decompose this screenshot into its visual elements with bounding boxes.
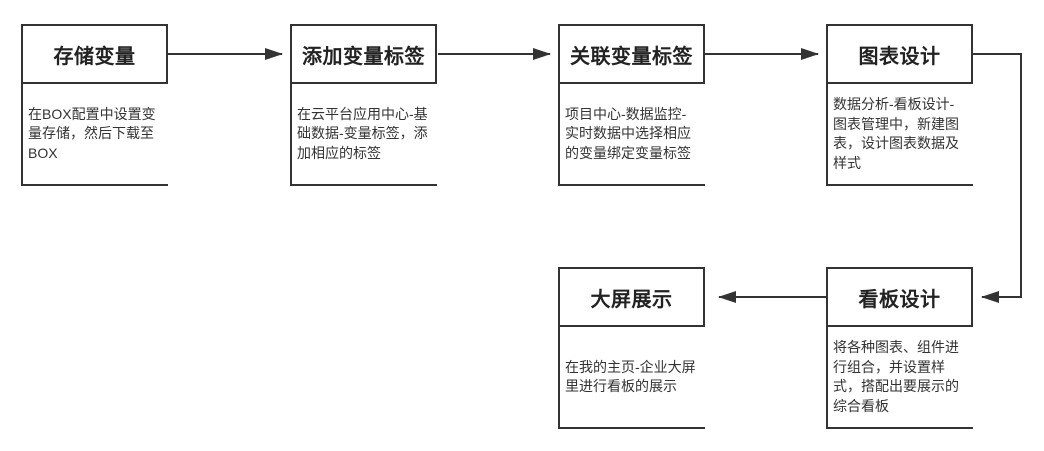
node-big-screen-display: 大屏展示 在我的主页-企业大屏 里进行看板的展示 (558, 267, 705, 429)
node-chart-design: 图表设计 数据分析-看板设计- 图表管理中，新建图 表，设计图表数据及 样式 (826, 24, 973, 186)
node-description: 项目中心-数据监控- 实时数据中选择相应 的变量绑定变量标签 (558, 84, 705, 186)
node-dashboard-design: 看板设计 将各种图表、组件进 行组合，并设置样 式，搭配出要展示的 综合看板 (826, 267, 973, 429)
node-title: 图表设计 (826, 24, 973, 84)
node-store-variables: 存储变量 在BOX配置中设置变 量存储，然后下载至 BOX (21, 24, 168, 186)
node-description: 在我的主页-企业大屏 里进行看板的展示 (558, 327, 705, 429)
node-title: 看板设计 (826, 267, 973, 327)
node-description: 在BOX配置中设置变 量存储，然后下载至 BOX (21, 84, 168, 186)
node-title: 大屏展示 (558, 267, 705, 327)
node-title: 添加变量标签 (290, 24, 437, 84)
node-title: 关联变量标签 (558, 24, 705, 84)
node-add-variable-tags: 添加变量标签 在云平台应用中心-基 础数据-变量标签，添 加相应的标签 (290, 24, 437, 186)
arrow-chart-design-to-dashboard-design (973, 53, 1022, 303)
node-title: 存储变量 (21, 24, 168, 84)
node-description: 在云平台应用中心-基 础数据-变量标签，添 加相应的标签 (290, 84, 437, 186)
node-description: 将各种图表、组件进 行组合，并设置样 式，搭配出要展示的 综合看板 (826, 327, 973, 429)
node-description: 数据分析-看板设计- 图表管理中，新建图 表，设计图表数据及 样式 (826, 84, 973, 186)
node-link-variable-tags: 关联变量标签 项目中心-数据监控- 实时数据中选择相应 的变量绑定变量标签 (558, 24, 705, 186)
